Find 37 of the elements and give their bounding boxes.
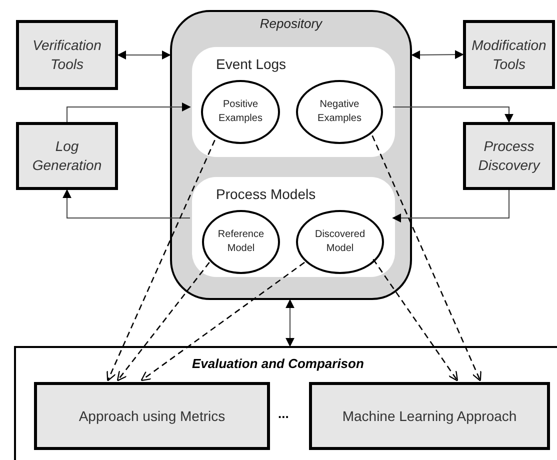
group-panel — [192, 47, 395, 157]
tool-box — [16, 122, 118, 190]
arrow — [411, 50, 464, 60]
approach-box — [34, 382, 270, 450]
arrow — [106, 140, 216, 382]
node-label: Process Discovery — [477, 137, 542, 175]
repository-container — [170, 10, 412, 300]
evaluation-frame — [14, 346, 557, 460]
arrow — [140, 262, 305, 382]
approach-box — [309, 382, 550, 450]
arrow — [66, 102, 191, 122]
group-panel — [192, 177, 395, 277]
arrow — [286, 299, 294, 347]
node-label: Approach using Metrics — [78, 406, 226, 426]
arrow — [117, 50, 171, 60]
arrow — [392, 190, 510, 222]
node-label: Log Generation — [31, 137, 103, 175]
node-label: Event Logs — [216, 55, 286, 74]
arrow — [62, 189, 190, 218]
tool-box — [463, 20, 555, 89]
node-label: Machine Learning Approach — [342, 406, 517, 426]
arrow — [372, 135, 482, 382]
tool-box — [463, 122, 555, 190]
node-label: Evaluation and Comparison — [192, 355, 364, 373]
node-label: Negative Examples — [316, 98, 362, 126]
node-label: Process Models — [216, 185, 316, 204]
node-label: Verification Tools — [32, 36, 102, 74]
node-label: Repository — [258, 15, 324, 33]
arrow — [372, 258, 458, 382]
node-label: Positive Examples — [218, 98, 264, 126]
node-label: Reference Model — [216, 228, 266, 256]
arrow — [116, 262, 210, 382]
node-label: Modification Tools — [470, 36, 548, 74]
arrow — [392, 106, 514, 123]
tool-box — [16, 20, 118, 90]
node-label: Discovered Model — [314, 228, 366, 256]
ellipsis-label: ... — [278, 405, 289, 423]
